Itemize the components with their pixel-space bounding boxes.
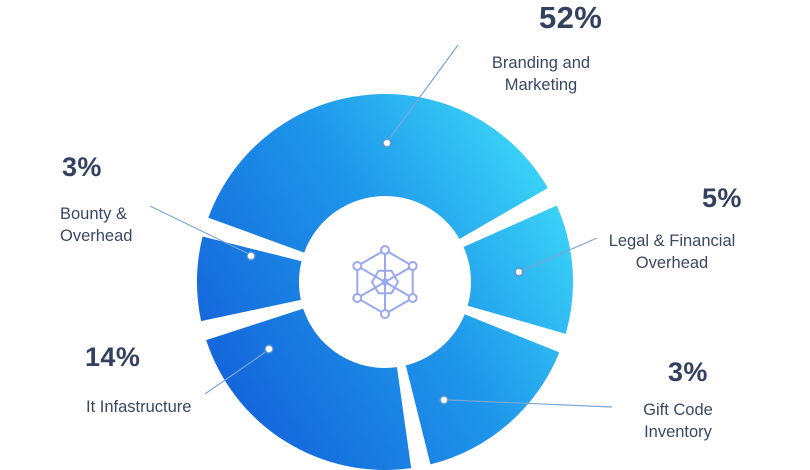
network-icon-node: [352, 293, 363, 303]
leader-line-branding: [386, 44, 459, 143]
network-icon-node: [380, 245, 390, 255]
callout-bounty-label-line2: Overhead: [60, 227, 133, 245]
callout-branding-label: Branding and Marketing: [461, 52, 621, 96]
pie-segment-gift: [405, 314, 560, 465]
pie-segment-branding: [208, 94, 548, 253]
network-icon-spoke: [356, 265, 386, 283]
callout-it-value: 14%: [85, 342, 141, 372]
callout-branding-label-line1: Branding and: [491, 54, 591, 72]
leader-line-legal: [520, 237, 598, 272]
leader-line-gift: [447, 399, 613, 408]
network-icon-spoke: [384, 281, 414, 299]
callout-gift-label-line1: Gift Code: [643, 401, 713, 419]
callout-it-label: It Infastructure: [86, 396, 191, 418]
anchor-dots: [246, 138, 524, 405]
callout-bounty-value: 3%: [62, 152, 102, 182]
callout-legal-label: Legal & Financial Overhead: [597, 230, 747, 274]
donut-segments: [196, 94, 574, 470]
callout-bounty-label-line1: Bounty &: [60, 205, 127, 223]
leader-line-it: [204, 350, 268, 395]
pie-segment-it: [206, 308, 412, 470]
callout-branding-label-line2: Marketing: [504, 76, 578, 94]
anchor-dot-bounty: [246, 251, 256, 261]
callout-it-label-line1: It Infastructure: [86, 398, 192, 416]
callout-legal-label-line2: Overhead: [635, 254, 709, 272]
pie-segment-bounty: [196, 236, 302, 322]
leader-line-bounty: [149, 205, 250, 255]
network-icon-inner-hexagon: [370, 269, 400, 295]
network-icon-node: [407, 261, 418, 271]
anchor-dot-legal: [514, 267, 524, 277]
anchor-dot-it: [264, 344, 274, 354]
leader-lines: [149, 44, 613, 408]
network-icon: [352, 245, 418, 319]
callout-gift-label: Gift Code Inventory: [622, 399, 734, 443]
network-icon-center-node: [381, 278, 389, 286]
network-icon-node: [380, 309, 390, 319]
callout-legal-label-line1: Legal & Financial: [608, 232, 736, 250]
network-icon-spoke: [384, 265, 414, 283]
callout-gift-label-line2: Inventory: [644, 423, 712, 441]
anchor-dot-branding: [382, 138, 392, 148]
callout-bounty-label: Bounty & Overhead: [60, 203, 132, 247]
callout-gift-value: 3%: [668, 357, 708, 387]
network-icon-spoke: [356, 281, 386, 299]
network-icon-node: [352, 261, 363, 271]
callout-legal-value: 5%: [702, 183, 742, 213]
callout-branding-value: 52%: [539, 0, 603, 35]
anchor-dot-gift: [439, 395, 449, 405]
network-icon-node: [407, 293, 418, 303]
